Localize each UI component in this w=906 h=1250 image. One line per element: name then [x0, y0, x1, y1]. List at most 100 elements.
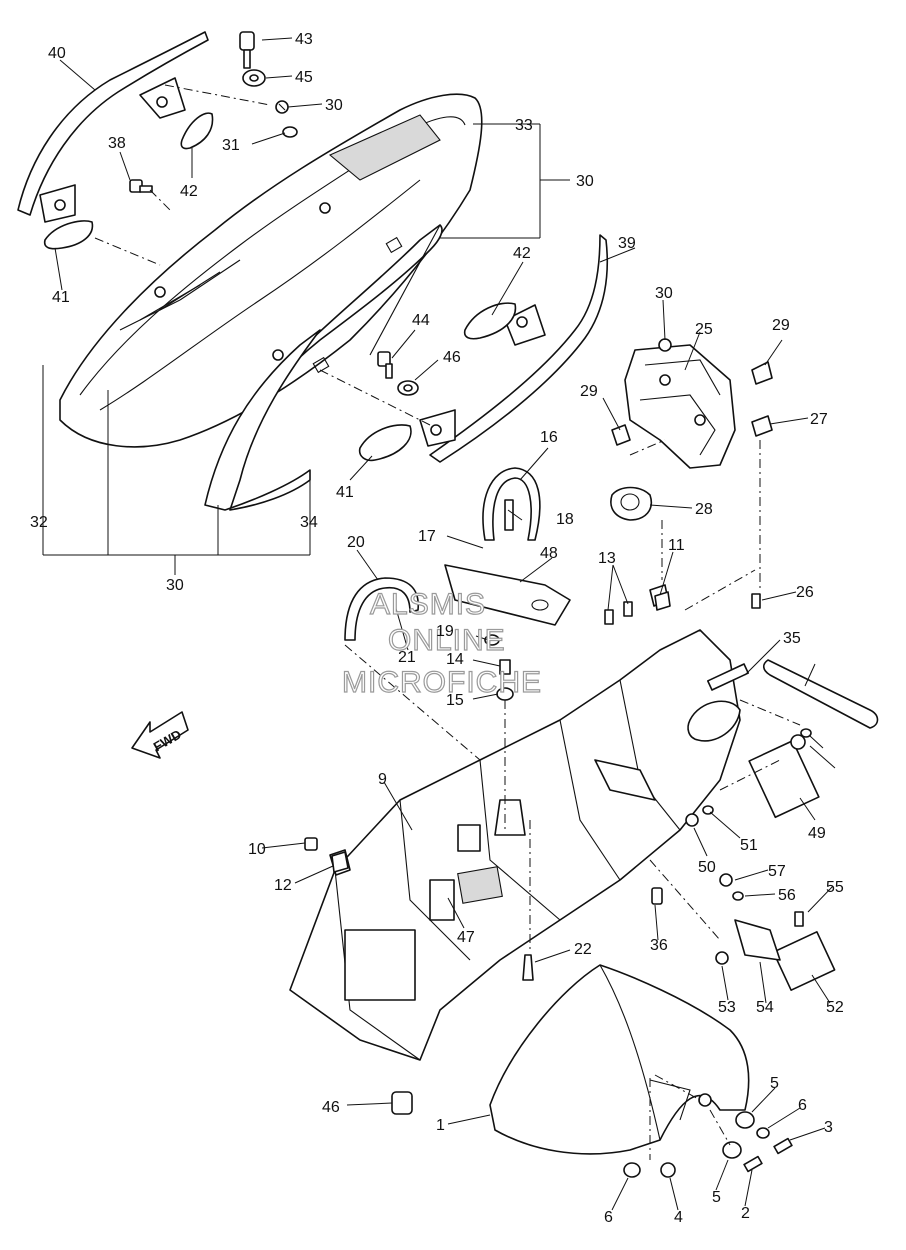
callout-47: 50: [698, 859, 716, 876]
part-25: [751, 361, 773, 385]
leader-lines: [42, 37, 836, 1211]
nut-57: [790, 734, 806, 750]
clip-10: [331, 851, 349, 873]
nut-47: [685, 813, 699, 827]
callout-17: 19: [436, 623, 454, 640]
callout-18: 20: [347, 534, 365, 551]
callout-49: 52: [826, 999, 844, 1016]
callout-22: 26: [796, 584, 814, 601]
callout-29: 29: [580, 383, 598, 400]
callout-28: 31: [222, 137, 240, 154]
callout-25: 29: [772, 317, 790, 334]
watermark: ALSMIS ONLINE MICROFICHE: [341, 587, 542, 699]
callout-53: 56: [778, 887, 796, 904]
part-26: [658, 338, 672, 352]
callout-43: 46: [322, 1099, 340, 1116]
bracket-55: [762, 659, 879, 729]
callout-54: 57: [768, 863, 786, 880]
reflector-49: [772, 931, 836, 991]
callout-7: 9: [378, 771, 387, 788]
callout-4: 4: [674, 1209, 683, 1226]
part-23: [751, 415, 773, 437]
callout-5-top: 5: [770, 1075, 779, 1092]
label-32: [706, 663, 750, 691]
callout-36: 40: [48, 45, 66, 62]
pad-39: [463, 302, 517, 340]
bracket-21: [610, 338, 773, 521]
part-29: [611, 424, 631, 446]
collar-6b: [623, 1162, 641, 1178]
callout-52: 55: [826, 879, 844, 896]
nut-50: [715, 951, 729, 965]
callout-46: 49: [808, 825, 826, 842]
callout-21: 25: [695, 321, 713, 338]
bolt-8: [304, 837, 318, 851]
callout-27: 30: [325, 97, 343, 114]
callout-51: 54: [756, 999, 774, 1016]
callout-33: 36: [650, 937, 668, 954]
grab-bar-left: [17, 31, 209, 223]
callout-42-lower: 46: [443, 349, 461, 366]
bolt-11b: [623, 601, 633, 617]
pad-40: [180, 112, 214, 150]
callout-35: 39: [618, 235, 636, 252]
callout-9: 11: [668, 537, 685, 554]
assembly-lines: [94, 84, 801, 1160]
nut-4: [660, 1162, 676, 1178]
nut-54: [719, 873, 733, 887]
grommet-24: [610, 486, 652, 521]
callout-42: 45: [295, 69, 313, 86]
callout-30-bottom: 30: [166, 577, 184, 594]
reflector-46: [748, 739, 820, 819]
bolt-3: [773, 1137, 793, 1155]
callout-31-left: 32: [30, 514, 48, 531]
callout-30-top: 30: [576, 173, 594, 190]
callout-11: 13: [598, 550, 616, 567]
callout-48: 51: [740, 837, 758, 854]
callout-6-top: 6: [798, 1097, 807, 1114]
bolt-2: [743, 1155, 763, 1173]
callout-3: 3: [824, 1119, 833, 1136]
callout-34: 38: [108, 135, 126, 152]
callout-39: 42: [513, 245, 531, 262]
damper-43: [391, 1091, 413, 1115]
callout-12: 14: [446, 651, 464, 668]
pad-38: [43, 220, 94, 250]
fwd-arrow: FWD: [131, 711, 189, 759]
clip-9: [654, 591, 671, 611]
callout-26: 30: [655, 285, 673, 302]
rear-fender-7: [289, 584, 741, 1061]
top-hardware: [129, 31, 419, 396]
callout-44: 47: [457, 929, 475, 946]
strap-14: [482, 467, 541, 541]
rivet-33: [651, 887, 663, 905]
callout-13: 15: [446, 692, 464, 709]
callout-14: 16: [540, 429, 558, 446]
callout-41-lower: 44: [412, 312, 430, 329]
callout-50: 53: [718, 999, 736, 1016]
rivet-20: [522, 954, 534, 981]
watermark-line-1: ALSMIS: [370, 588, 486, 621]
callout-1: 1: [436, 1117, 445, 1134]
pad-37: [358, 424, 412, 462]
seat-cowl-assembly: [59, 93, 483, 511]
callout-2: 2: [741, 1205, 750, 1222]
damper-5b: [722, 1141, 742, 1159]
callout-15: 17: [418, 528, 436, 545]
callout-38: 41: [52, 289, 70, 306]
collar-6a: [756, 1127, 770, 1139]
damper-5a: [735, 1111, 755, 1129]
watermark-line-3: MICROFICHE: [342, 666, 542, 699]
callout-23: 27: [810, 411, 828, 428]
callout-24: 28: [695, 501, 713, 518]
callout-45: 48: [540, 545, 558, 562]
pads: [43, 112, 517, 462]
callout-41: 43: [295, 31, 313, 48]
screw-52: [794, 911, 804, 927]
callout-31-top: 33: [515, 117, 533, 134]
rear-brackets: [304, 591, 879, 1115]
watermark-line-2: ONLINE: [388, 624, 506, 657]
callout-10: 12: [274, 877, 292, 894]
